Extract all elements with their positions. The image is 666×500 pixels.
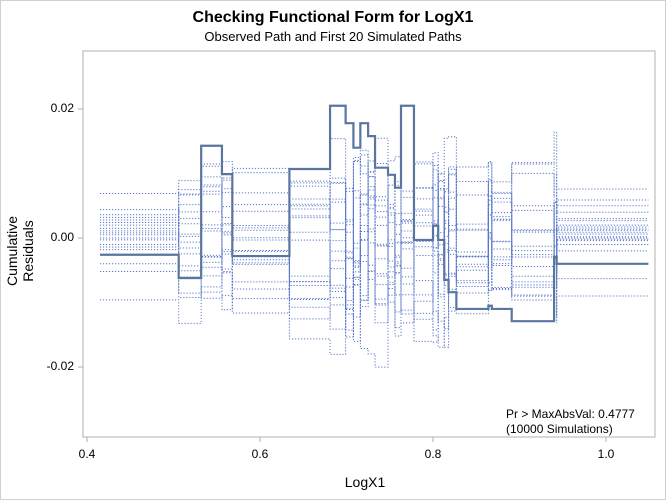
x-tick-label: 0.8 [424, 447, 442, 461]
simulated-path [99, 152, 649, 305]
simulated-path [99, 163, 649, 338]
simulated-path [99, 167, 649, 315]
simulated-path [99, 190, 649, 314]
chart-title: Checking Functional Form for LogX1 [192, 9, 474, 26]
simulated-path [99, 154, 649, 276]
x-tick-label: 0.6 [251, 447, 269, 461]
x-tick-label: 0.4 [78, 447, 96, 461]
simulated-paths [99, 131, 649, 368]
inset-pvalue: Pr > MaxAbsVal: 0.4777 [506, 407, 635, 421]
y-tick-label: 0.02 [50, 101, 74, 115]
y-tick-label: 0.00 [50, 230, 74, 244]
simulated-path [99, 161, 649, 288]
simulated-path [99, 149, 649, 299]
simulated-path [99, 137, 649, 309]
y-tick-label: -0.02 [46, 359, 74, 373]
simulated-path [99, 177, 649, 283]
simulated-path [99, 161, 649, 320]
axis-ticks [78, 108, 607, 442]
inset-annotation: Pr > MaxAbsVal: 0.4777 (10000 Simulation… [506, 407, 635, 437]
x-axis-label: LogX1 [344, 474, 386, 490]
simulated-path [99, 162, 649, 330]
simulated-path [99, 136, 649, 296]
plot-border [82, 50, 656, 438]
x-tick-label: 1.0 [597, 447, 615, 461]
simulated-path [99, 212, 649, 368]
simulated-path [99, 174, 649, 331]
inset-simulations: (10000 Simulations) [506, 422, 613, 436]
chart-subtitle: Observed Path and First 20 Simulated Pat… [204, 29, 462, 44]
y-axis-label: Cumulative Residuals [4, 215, 36, 287]
observed-path [99, 104, 649, 323]
simulated-path [99, 198, 649, 355]
